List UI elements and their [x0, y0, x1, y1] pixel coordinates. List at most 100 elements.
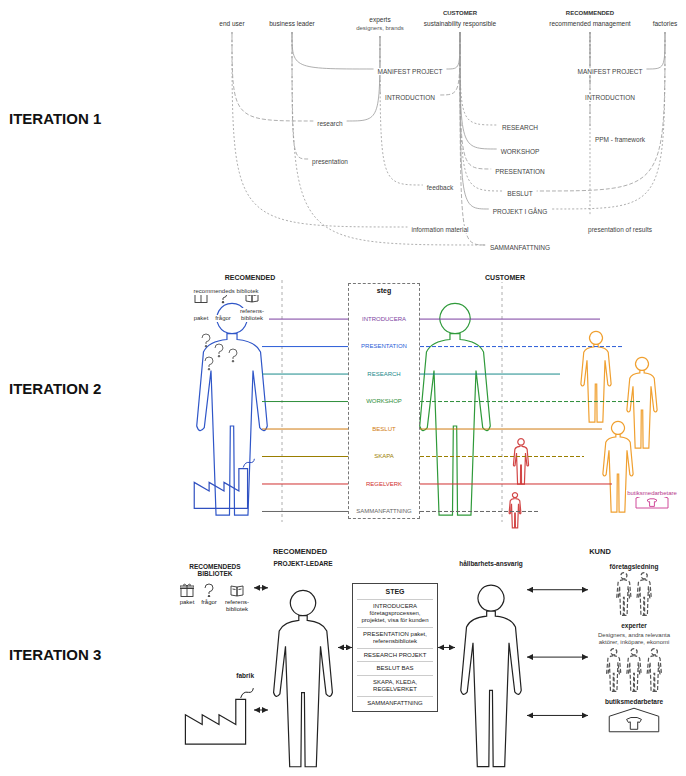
node-text: BESLUT BAS [357, 661, 433, 672]
stakeholder-group: experterDesigners, andra relevanta aktör… [588, 622, 680, 691]
book-icon [231, 586, 243, 596]
label-holder: butiksmedarbetare [626, 481, 678, 499]
text-label: SAMMANFATTNING [489, 244, 551, 251]
node-text: Designers, andra relevanta aktörer, inkö… [588, 632, 680, 646]
question-symbol [205, 357, 213, 370]
text-label: MANIFEST PROJECT [577, 68, 644, 75]
person-figure [617, 573, 631, 616]
text-label: PRESENTATION [494, 168, 546, 175]
node-text: PROJEKT-LEDARE [268, 560, 338, 567]
shop-svg [588, 707, 680, 733]
node-text: experter [588, 622, 680, 629]
flow-line [262, 374, 348, 375]
group-svg [588, 648, 680, 692]
flow-line [420, 374, 560, 375]
library-item: referens-bibliotek [220, 582, 254, 613]
flow-line [262, 483, 348, 484]
region-divider [502, 280, 503, 522]
text-label: research [316, 120, 343, 127]
node-text: RESEARCH [366, 371, 401, 378]
question-mark-curve [202, 334, 210, 344]
label-holder: CUSTOMER [484, 266, 526, 284]
stakeholder-arc [292, 32, 486, 245]
person-group [637, 573, 651, 616]
text-label: recommended management [548, 20, 631, 27]
label-holder: RECOMENDED [272, 540, 328, 558]
factory-smoke [241, 689, 254, 699]
text-label: ITERATION 2 [8, 380, 102, 397]
shop-node: butiksmedarbetare [588, 698, 680, 733]
shirt-symbol [647, 499, 657, 507]
flow-line [262, 319, 348, 320]
label-holder: recommendeds bibliotek [192, 279, 259, 297]
person-group [197, 303, 268, 515]
shop-outline [609, 708, 659, 732]
person-group [420, 303, 491, 515]
step-box: STEGINTRODUCERA företagsprocessen, proje… [352, 583, 438, 712]
label-holder: ITERATION 1 [8, 110, 102, 128]
text-label: RECOMMENDED [565, 10, 615, 17]
person-group [647, 648, 661, 691]
node-text: paket [176, 599, 198, 606]
factory-svg [184, 681, 254, 746]
person-figure [581, 331, 611, 422]
person-figure [647, 648, 661, 691]
node-text: PRESENTATION [360, 343, 408, 350]
icon-svg [230, 582, 244, 597]
stakeholder-arc [347, 36, 380, 121]
stakeholder-arc [589, 32, 590, 126]
node-text: BESLUT [371, 426, 396, 433]
label-holder: BESLUT [506, 182, 533, 200]
question-mark-dot [222, 301, 224, 303]
label-holder: referens-bibliotek [235, 306, 269, 324]
node-text: hållbarhets-ansvarig [455, 560, 527, 567]
label-holder: presentation of results [587, 218, 653, 236]
text-label: presentation of results [587, 226, 653, 233]
person-figure [513, 439, 528, 484]
person-figure [627, 648, 641, 691]
label-holder: presentation [311, 150, 349, 168]
person-group [513, 439, 528, 484]
library-icon [231, 586, 243, 596]
text-label: ITERATION 3 [8, 646, 102, 663]
factory-outline [194, 469, 247, 509]
node-text: REGELVERK [365, 481, 403, 488]
node-text: INTRODUCERA företagsprocessen, projektet… [357, 599, 433, 624]
question-mark-dot [208, 595, 210, 597]
node-text: SAMMANFATTNING [355, 508, 413, 515]
label-holder: CUSTOMER [442, 1, 478, 19]
label-holder: factories [652, 12, 679, 30]
stakeholder-arc [460, 32, 486, 245]
text-label: RESEARCH [501, 124, 539, 131]
group-svg [588, 572, 680, 616]
person-figure [607, 648, 621, 691]
label-holder: frågor [214, 306, 232, 324]
text-label: MANIFEST PROJECT [377, 68, 444, 75]
factory-symbol [194, 459, 254, 509]
question-mark-curve [229, 349, 237, 359]
person-figure [274, 591, 333, 767]
person-group [603, 421, 633, 512]
node-text: PRESENTATION paket, referensbibliotek [357, 627, 433, 645]
person-group [581, 331, 611, 422]
node-text: butiksmedarbetare [588, 698, 680, 705]
stakeholder-arc [646, 32, 665, 69]
region-divider [282, 280, 283, 522]
stakeholder-arc [446, 32, 460, 69]
label-holder: end user [218, 12, 245, 30]
step-box: stegINTRODUCERAPRESENTATIONRESEARCHWORKS… [348, 283, 420, 519]
node-text: RESEARCH PROJEKT [357, 648, 433, 659]
flow-line [262, 456, 348, 457]
label-holder: paket [193, 306, 210, 324]
text-label: factories [652, 20, 679, 27]
shirt-symbol [627, 718, 642, 730]
label-holder: PROJEKT I GÅNG [492, 200, 548, 218]
iteration-1-arcs [232, 32, 665, 245]
label-holder: ITERATION 2 [8, 380, 102, 398]
person-group [627, 648, 641, 691]
text-label: KUND [588, 548, 612, 557]
question-mark-curve [215, 344, 223, 354]
stakeholder-arc [589, 32, 590, 216]
